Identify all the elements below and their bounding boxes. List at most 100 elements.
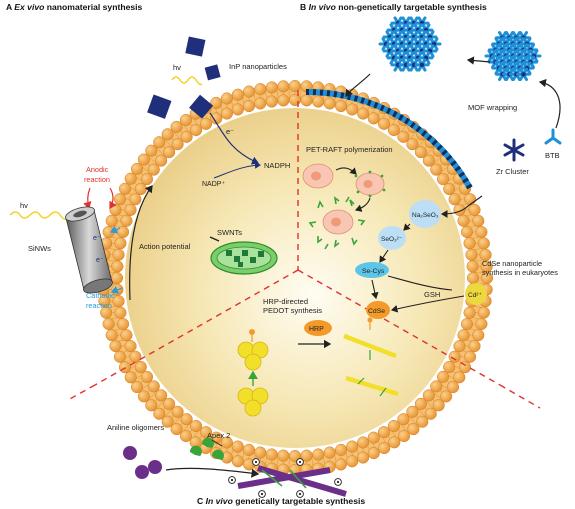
lipid-head (231, 440, 244, 453)
lipid-head (179, 429, 192, 443)
lipid-head (430, 163, 443, 176)
panel-dividers (67, 90, 541, 409)
mof-wrap-arrow (345, 73, 371, 97)
hrp-directed-label: HRP-directed (263, 297, 308, 306)
lipid-head (265, 81, 278, 94)
cathodic-label: Cathodic (86, 291, 115, 300)
precursor-arrow (538, 78, 561, 129)
lipid-head (472, 329, 485, 342)
lipid-head (430, 380, 443, 393)
lipid-head (397, 413, 410, 426)
lipid-head (153, 136, 166, 149)
lipid-head (265, 95, 278, 108)
lipid-head (463, 237, 476, 250)
seo3-to-secys-arrow (379, 249, 389, 263)
lipid-head (475, 226, 488, 239)
lipid-head (457, 214, 470, 227)
mof-node (521, 72, 526, 77)
aniline-oligomers-label: Aniline oligomers (107, 423, 164, 432)
lipid-head (102, 226, 115, 239)
secys-bubble (355, 262, 389, 278)
lipid-head (155, 389, 168, 402)
lipid-head (378, 441, 391, 455)
panel-c-title: C In vivo genetically targetable synthes… (197, 496, 365, 506)
lipid-head (243, 85, 256, 98)
silicon-nanowire: e⁻ e⁻ (65, 206, 113, 294)
na2seo3-arrow (440, 205, 469, 218)
lipid-head (114, 237, 127, 250)
lipid-head (145, 399, 158, 412)
pet-raft-label: PET-RAFT polymerization (306, 145, 393, 154)
lipid-head (407, 423, 420, 436)
lipid-head (161, 128, 174, 141)
lipid-head (422, 154, 435, 167)
lipid-head (323, 446, 336, 459)
hv-top-label: hv (173, 63, 181, 72)
cd-line (390, 295, 465, 313)
seo3-label: SeO₃²⁻ (381, 236, 403, 243)
lipid-head (180, 413, 193, 426)
lipid-head (254, 83, 267, 96)
lipid-head (190, 419, 203, 433)
lipid-head (443, 360, 456, 374)
cdse-synthesis-label-2: synthesis in eukaryotes (482, 268, 558, 277)
lipid-head (460, 225, 473, 238)
na2seo3-bubble (409, 200, 441, 228)
cdse-bubble (366, 301, 390, 319)
lipid-head (153, 407, 166, 420)
lipid-head (465, 248, 478, 261)
lipid-head (312, 448, 325, 461)
mof-wrapping-label: MOF wrapping (468, 103, 517, 112)
mof-network-wrapped (378, 16, 442, 72)
electron-arrow (209, 112, 260, 165)
charge-dot (336, 480, 340, 484)
lipid-head (190, 123, 203, 137)
apex2-label: Apex 2 (207, 431, 230, 440)
lipid-head (416, 415, 429, 428)
lipid-head (242, 100, 255, 113)
lipid-head (124, 371, 137, 384)
lipid-head (163, 397, 176, 410)
gsh-arrow (387, 275, 453, 291)
lipid-head (466, 271, 480, 285)
hv-wave-left (9, 211, 69, 221)
cell (96, 79, 494, 477)
lipid-head (346, 440, 359, 453)
charge-dot (254, 460, 258, 464)
na2seo3-label: Na₂SeO₃ (412, 212, 439, 219)
anodic-reaction-label: reaction (84, 175, 110, 184)
svg-text:e⁻: e⁻ (96, 257, 104, 264)
action-potential-label: Action potential (139, 242, 191, 251)
mof-to-network-arrow (466, 56, 491, 65)
lipid-head (460, 318, 473, 331)
lipid-head (468, 203, 481, 216)
cathodic-arrow-2 (110, 285, 123, 294)
lipid-head (102, 317, 115, 330)
lipid-head (113, 193, 126, 206)
lipid-head (387, 419, 400, 433)
btb-label: BTB (545, 151, 560, 160)
lipid-head (220, 92, 233, 105)
polymer-coating-dash (305, 88, 473, 190)
mof-network (484, 31, 542, 81)
lipid-head (477, 237, 490, 250)
lipid-head (147, 380, 160, 393)
lipid-head (210, 96, 223, 109)
zr-cluster-icon (503, 138, 525, 162)
lipid-head (357, 451, 370, 464)
na2seo3-feed-line (467, 195, 483, 207)
lipid-head (388, 436, 401, 449)
panel-b-title: B In vivo non-genetically targetable syn… (300, 2, 487, 12)
lipid-head (436, 370, 450, 383)
lipid-head (129, 193, 142, 206)
lipid-head (472, 214, 485, 227)
lipid-head (220, 107, 233, 120)
inp-nanoparticles (147, 36, 221, 119)
lipid-head (231, 103, 244, 116)
lipid-head (124, 203, 137, 216)
lipid-head (109, 340, 122, 353)
lipid-head (254, 97, 267, 110)
lipid-head (424, 407, 437, 420)
svg-text:e⁻: e⁻ (93, 235, 101, 242)
nadp-to-nadph-arrow (213, 161, 261, 179)
